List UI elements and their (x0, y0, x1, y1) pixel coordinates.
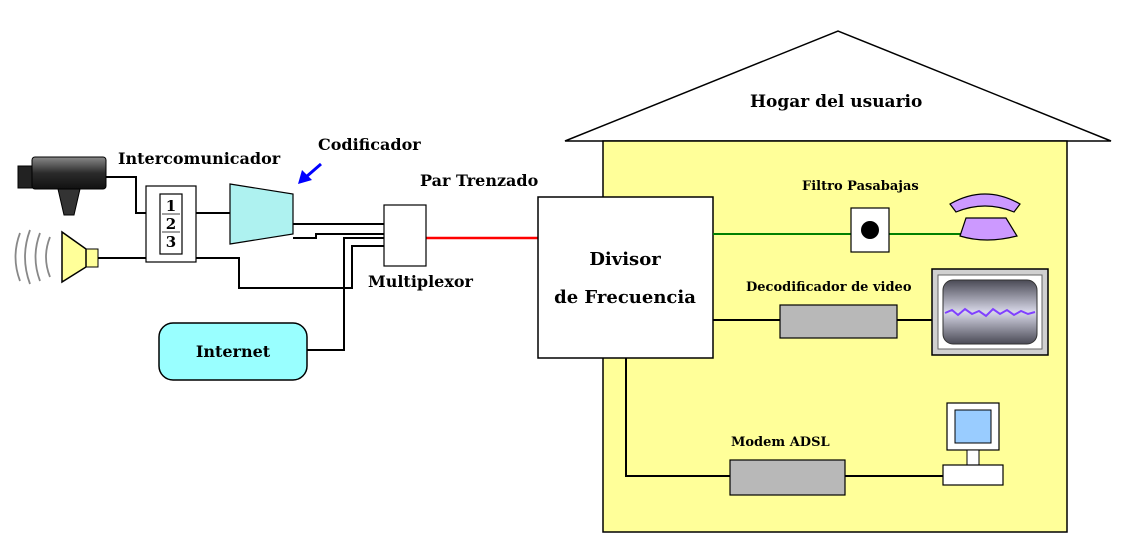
adsl-modem-label: Modem ADSL (731, 435, 830, 450)
house-title: Hogar del usuario (750, 92, 922, 112)
internet-box (158, 322, 308, 381)
television-icon (931, 268, 1049, 356)
multiplexer-label: Multiplexor (368, 272, 474, 291)
splitter-label-line2: de Frecuencia (554, 287, 696, 308)
intercom-digit-2: 2 (166, 215, 176, 233)
telephone-icon (949, 193, 1021, 241)
lowpass-filter (850, 207, 890, 253)
computer-icon (942, 402, 1004, 486)
adsl-modem-box (729, 459, 846, 496)
speaker-icon (14, 229, 99, 285)
internet-label: Internet (196, 342, 271, 361)
lowpass-filter-label: Filtro Pasabajas (802, 179, 919, 194)
splitter-box (537, 196, 714, 359)
video-decoder-box (779, 304, 898, 339)
internal-wiring (625, 319, 943, 477)
intercom: 1 2 3 (145, 185, 197, 263)
sound-waves-icon (14, 229, 51, 285)
multiplexer-box (383, 204, 427, 267)
intercom-label: Intercomunicador (118, 149, 281, 168)
intercom-digit-3: 3 (166, 233, 176, 251)
camera-icon (17, 156, 107, 216)
house-roof (564, 30, 1112, 142)
encoder-label: Codificador (318, 135, 421, 154)
intercom-digit-1: 1 (166, 197, 176, 215)
splitter-label-line1: Divisor (589, 249, 661, 270)
encoder-arrow-icon (298, 162, 322, 184)
external-wiring (98, 176, 384, 351)
encoder-box (229, 183, 294, 245)
twisted-pair-label: Par Trenzado (420, 171, 539, 190)
video-decoder-label: Decodificador de video (746, 280, 912, 295)
